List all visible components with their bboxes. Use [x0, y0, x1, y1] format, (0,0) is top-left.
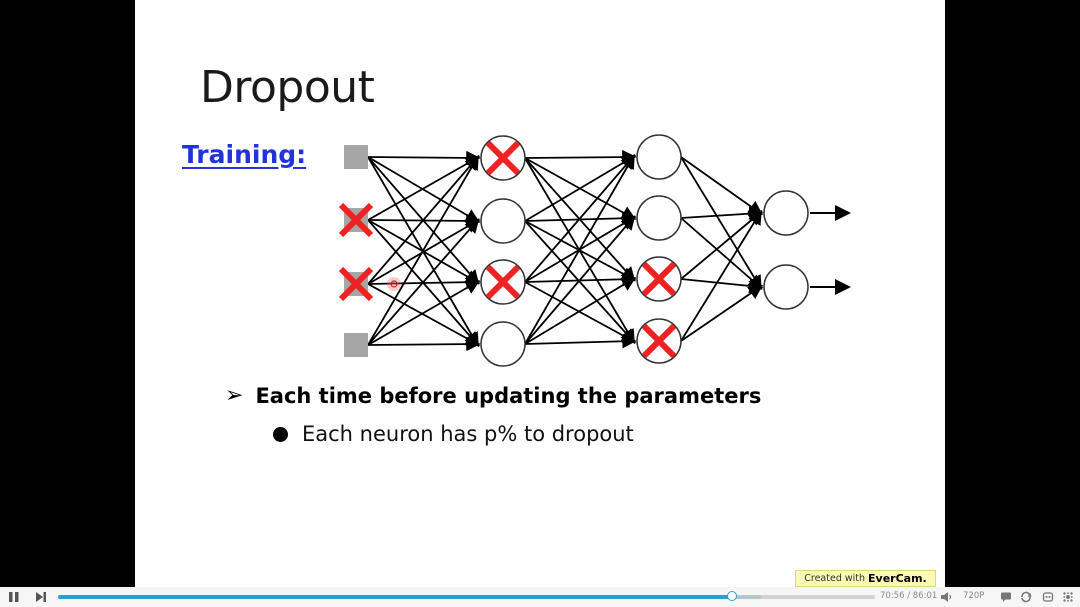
speaker-icon	[941, 592, 952, 602]
slide: Dropout Training: ➢ Each time before upd…	[135, 0, 945, 587]
connection-edge	[524, 277, 637, 345]
player-control-bar: 70:56 / 86:01 720P	[0, 587, 1080, 607]
connection-edge	[680, 209, 762, 342]
connection-edge	[524, 215, 636, 345]
current-time: 70:56	[880, 591, 905, 601]
connection-edge	[367, 336, 481, 352]
hidden-neuron	[480, 198, 526, 244]
connection-edge	[367, 156, 481, 221]
watermark-prefix: Created with	[804, 573, 866, 584]
output-arrows	[810, 205, 851, 295]
settings-icon	[1062, 591, 1074, 603]
training-label: Training:	[182, 140, 307, 169]
speech-bubble-icon	[1001, 592, 1011, 602]
skip-next-icon	[36, 592, 46, 602]
connection-edge	[367, 154, 479, 346]
hidden-neuron	[480, 321, 526, 367]
pause-button[interactable]	[6, 590, 22, 604]
input-neuron	[344, 333, 368, 357]
comment-button[interactable]	[999, 590, 1013, 604]
connection-edge	[367, 156, 480, 285]
connection-edge	[367, 150, 481, 166]
connection-edge	[524, 334, 637, 349]
dropout-x-icon	[338, 266, 374, 302]
connection-edge	[680, 206, 764, 221]
fullscreen-icon	[1042, 592, 1054, 602]
output-neuron	[763, 190, 809, 236]
network-edges	[367, 149, 764, 352]
bullet-2-text: Each neuron has p% to dropout	[302, 422, 634, 446]
laser-pointer-icon	[387, 277, 401, 291]
played-bar	[58, 595, 733, 599]
evercam-watermark: Created with EverCam.	[795, 570, 936, 587]
volume-button[interactable]	[939, 590, 953, 604]
fullscreen-button[interactable]	[1041, 590, 1055, 604]
arrow-bullet-icon: ➢	[225, 383, 244, 408]
hidden-neuron	[636, 134, 682, 180]
watermark-brand: EverCam.	[868, 572, 927, 585]
dot-bullet-icon	[273, 426, 288, 442]
connection-edge	[367, 280, 481, 346]
connection-edge	[680, 284, 763, 342]
next-button[interactable]	[33, 590, 49, 604]
connection-edge	[680, 278, 764, 294]
dropout-x-icon	[485, 140, 521, 176]
time-display: 70:56 / 86:01	[880, 591, 937, 601]
connection-edge	[680, 156, 763, 216]
progress-bar[interactable]	[58, 591, 875, 601]
loop-button[interactable]	[1019, 590, 1033, 604]
dropout-marks	[338, 140, 677, 359]
connection-edge	[680, 156, 762, 291]
connection-edge	[524, 153, 635, 345]
connection-edge	[680, 210, 763, 280]
dropout-x-icon	[485, 264, 521, 300]
connection-edge	[367, 218, 480, 346]
quality-selector[interactable]: 720P	[963, 591, 985, 601]
connection-edge	[367, 155, 480, 285]
pause-icon	[9, 592, 19, 602]
loop-icon	[1021, 591, 1032, 603]
dropout-x-icon	[641, 261, 677, 297]
bullet-1-text: Each time before updating the parameters	[255, 383, 762, 408]
dropout-x-icon	[338, 202, 374, 238]
duration: 86:01	[912, 591, 938, 601]
dropout-x-icon	[641, 323, 677, 359]
connection-edge	[524, 155, 637, 222]
connection-edge	[524, 154, 636, 283]
slide-title: Dropout	[200, 62, 375, 113]
hidden-neuron	[636, 195, 682, 241]
progress-scrubber-handle[interactable]	[727, 591, 738, 601]
bullet-each-time: ➢ Each time before updating the paramete…	[225, 383, 761, 408]
time-separator: /	[907, 591, 911, 601]
connection-edge	[524, 149, 637, 165]
input-neuron	[344, 145, 368, 169]
settings-button[interactable]	[1061, 590, 1075, 604]
dropout-network-diagram	[338, 134, 851, 367]
bullet-dropout-probability: Each neuron has p% to dropout	[273, 422, 634, 446]
output-neuron	[763, 264, 809, 310]
connection-edge	[680, 217, 763, 290]
